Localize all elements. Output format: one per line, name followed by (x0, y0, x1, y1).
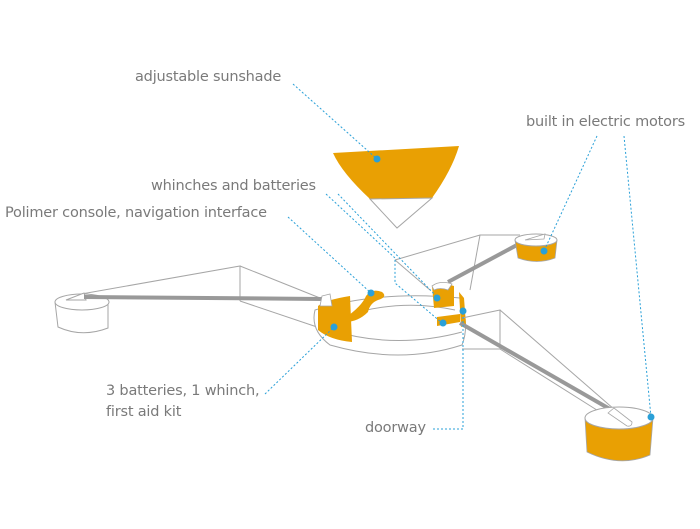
dot-motor-large (647, 413, 655, 421)
callout-lines (264, 83, 652, 430)
sunshade (333, 146, 459, 229)
leader-motor-small (543, 135, 598, 252)
label-electric-motors: built in electric motors (526, 114, 685, 130)
leader-sunshade (292, 83, 378, 160)
label-adjustable-sunshade: adjustable sunshade (135, 69, 282, 85)
label-whinches-batteries: whinches and batteries (151, 178, 316, 194)
leader-batteries (264, 326, 335, 395)
leader-doorway (433, 311, 464, 430)
callout-dots (330, 155, 655, 421)
rear-right-arm-frame (394, 234, 520, 291)
front-right-arm-frame (461, 309, 616, 413)
dot-doorway (459, 307, 467, 315)
label-console: Polimer console, navigation interface (5, 205, 267, 221)
dot-sunshade (373, 155, 381, 163)
whinch-block-upper (432, 284, 454, 308)
motor-pod-large (584, 406, 654, 462)
dot-whinch-lower (439, 319, 447, 327)
leader-console (287, 216, 372, 294)
console-panel (345, 290, 385, 322)
dot-batteries (330, 323, 338, 331)
leader-whinch-upper (337, 193, 439, 299)
dot-whinch-upper (433, 294, 441, 302)
label-batteries-line1: 3 batteries, 1 whinch, (106, 383, 260, 399)
leader-whinches (325, 193, 443, 324)
left-strut (83, 295, 323, 301)
central-hub (313, 282, 466, 356)
front-right-strut (459, 321, 616, 414)
label-doorway: doorway (365, 420, 426, 436)
dot-console (367, 289, 375, 297)
dot-motor-small (540, 247, 548, 255)
leader-motor-large (623, 135, 652, 418)
left-arm-frame (69, 265, 331, 329)
left-storage-block (318, 296, 352, 342)
label-batteries-line2: first aid kit (106, 404, 182, 420)
motor-pod-small (514, 233, 558, 262)
